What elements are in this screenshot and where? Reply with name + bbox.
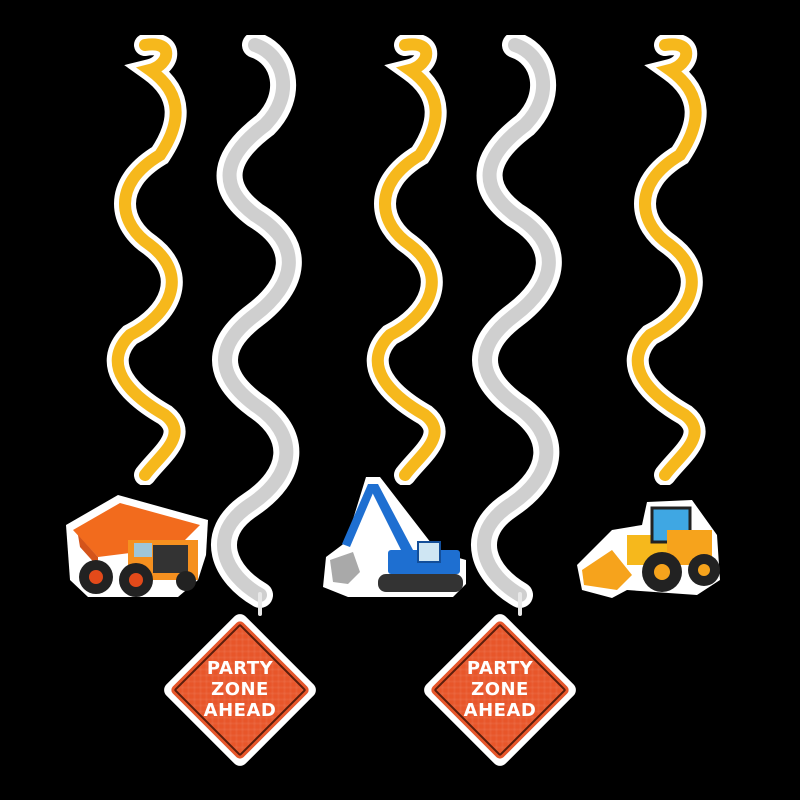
excavator-icon: [323, 477, 466, 597]
sign-hanger: [518, 592, 522, 616]
sign-line: ZONE: [471, 679, 529, 700]
sign-hanger: [258, 592, 262, 616]
party-zone-sign: PARTY ZONE AHEAD: [160, 610, 320, 770]
sign-line: PARTY: [466, 658, 534, 679]
sign-text: PARTY ZONE AHEAD: [420, 658, 580, 721]
sign-text: PARTY ZONE AHEAD: [160, 658, 320, 721]
yellow-swirl-2: [366, 35, 447, 485]
party-zone-sign: PARTY ZONE AHEAD: [420, 610, 580, 770]
sign-line: AHEAD: [203, 700, 277, 721]
silver-swirl-1: [211, 35, 302, 608]
sign-line: AHEAD: [463, 700, 537, 721]
yellow-swirl-3: [626, 35, 707, 485]
silver-swirl-2: [471, 35, 562, 608]
wheel-loader-icon: [577, 500, 720, 598]
sign-line: ZONE: [211, 679, 269, 700]
yellow-swirl-1: [106, 35, 187, 485]
dump-truck-icon: [66, 495, 208, 597]
sign-line: PARTY: [206, 658, 274, 679]
